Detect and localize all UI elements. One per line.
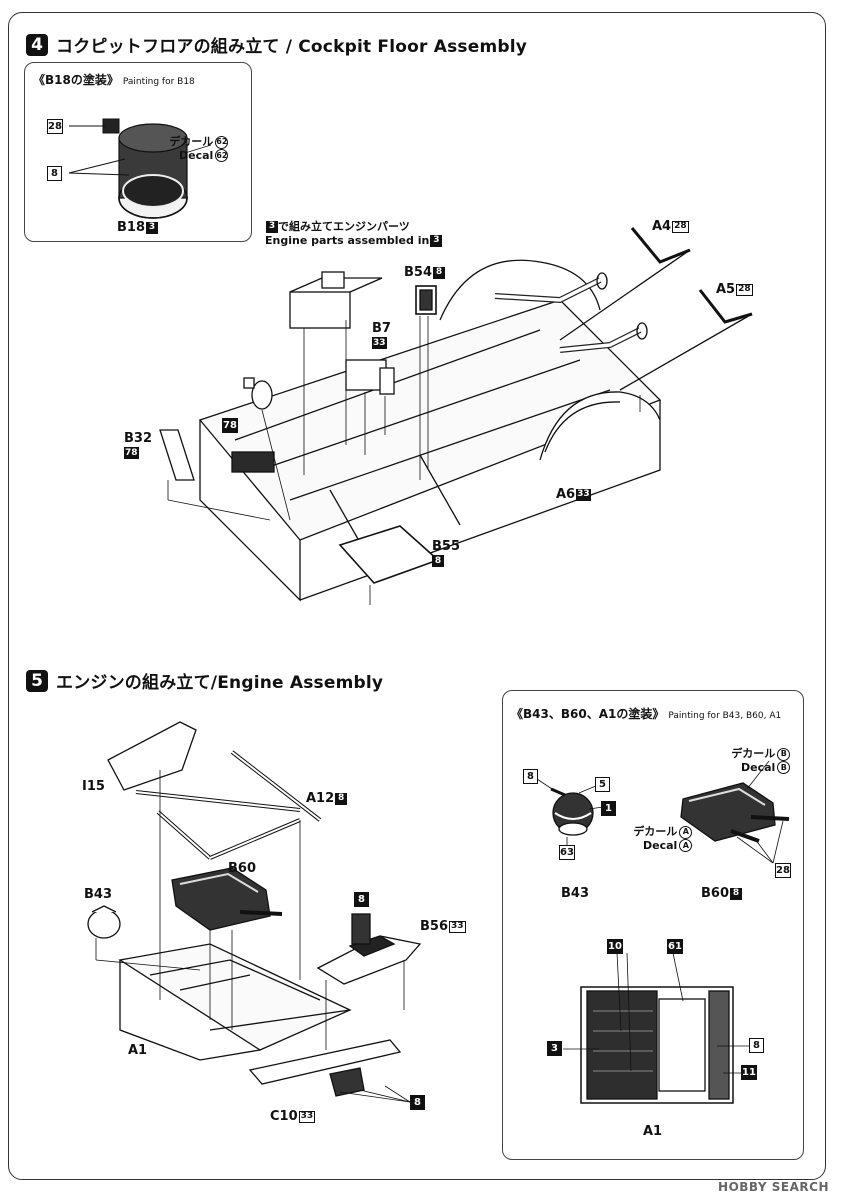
- b18-box-title-en: Painting for B18: [122, 77, 195, 87]
- b18-decal-en: Decal: [179, 148, 214, 162]
- b54-name: B54: [404, 265, 432, 280]
- paint-box-title-jp: 《B43、B60、A1の塗装》: [511, 707, 665, 721]
- b18-decal-jp: デカール: [169, 135, 214, 148]
- step-5-header: 5 エンジンの組み立て/Engine Assembly: [26, 668, 383, 693]
- a1-callout-10: 10: [607, 939, 623, 954]
- watermark: HOBBY SEARCH: [718, 1180, 829, 1194]
- b18-illustration: [68, 118, 212, 219]
- paint-box-illustration: [536, 760, 790, 1104]
- b7-color: 33: [372, 337, 387, 349]
- b43-b60-a1-painting-box: 《B43、B60、A1の塗装》Painting for B43, B60, A1: [502, 690, 804, 1160]
- b43-callout-8: 8: [523, 769, 538, 784]
- paint-b60-name: B60: [701, 886, 729, 901]
- b7-name: B7: [372, 321, 391, 336]
- decal-b-mark-1: B: [777, 747, 791, 761]
- b18-box-title-jp: 《B18の塗装》: [33, 73, 119, 87]
- engine-note-en: Engine parts assembled in: [265, 233, 430, 247]
- decal-b-jp: デカール: [731, 747, 776, 760]
- a1-callout-61: 61: [667, 939, 683, 954]
- step-4-header: 4 コクピットフロアの組み立て / Cockpit Floor Assembly: [26, 32, 527, 57]
- b60-callout-28: 28: [775, 863, 791, 878]
- a1-callout-3: 3: [547, 1041, 562, 1056]
- b56-name: B56: [420, 919, 448, 934]
- a4-name: A4: [652, 219, 672, 234]
- a6-color: 33: [576, 488, 591, 501]
- b56-color: 33: [449, 920, 466, 933]
- b32-color: 78: [124, 447, 139, 459]
- b60-label: B60: [228, 861, 256, 876]
- i15-label: I15: [82, 779, 105, 794]
- engine-note-num-1: 3: [266, 221, 278, 233]
- decal-a-mark-2: A: [679, 839, 693, 853]
- decal-a-en: Decal: [643, 838, 678, 852]
- paint-b43-label: B43: [561, 886, 589, 901]
- b43-callout-1: 1: [601, 801, 616, 816]
- c10-callout-8: 8: [410, 1095, 425, 1110]
- a1-callout-8: 8: [749, 1038, 764, 1053]
- paint-box-title: 《B43、B60、A1の塗装》Painting for B43, B60, A1: [511, 705, 781, 722]
- b54-color: 8: [433, 266, 445, 279]
- engine-note-num-2: 3: [430, 234, 443, 247]
- b18-callout-28: 28: [47, 119, 63, 134]
- a1-callout-11: 11: [741, 1065, 757, 1080]
- step-5-number: 5: [26, 669, 48, 692]
- b18-callout-8: 8: [47, 166, 62, 181]
- paint-b60-color: 8: [730, 887, 742, 900]
- a5-color: 28: [736, 283, 753, 296]
- c10-color: 33: [298, 1110, 316, 1123]
- seat-callout-78: 78: [222, 418, 238, 433]
- b43-label: B43: [84, 887, 112, 902]
- paint-box-title-en: Painting for B43, B60, A1: [668, 711, 782, 721]
- b18-box-title: 《B18の塗装》Painting for B18: [33, 71, 195, 88]
- a5-name: A5: [716, 282, 736, 297]
- a12-name: A12: [306, 791, 335, 806]
- c10-name: C10: [270, 1109, 298, 1124]
- b43-callout-5: 5: [595, 777, 610, 792]
- paint-a1-label: A1: [643, 1124, 663, 1139]
- step-4-number: 4: [26, 33, 48, 56]
- b18-part-name: B18: [117, 220, 145, 235]
- decal-b-en: Decal: [741, 760, 776, 774]
- a4-color: 28: [672, 220, 689, 233]
- b18-part-color: 3: [146, 221, 158, 234]
- b43-callout-63: 63: [559, 845, 575, 860]
- a12-color: 8: [335, 792, 348, 805]
- page-frame: [8, 12, 826, 1180]
- b18-decal-num-2: 62: [215, 149, 229, 163]
- step-5-title: エンジンの組み立て/Engine Assembly: [56, 673, 384, 693]
- b55-color: 8: [432, 555, 444, 567]
- b55-name: B55: [432, 539, 460, 554]
- cockpit-floor-illustration: [159, 227, 753, 605]
- b56-callout-8: 8: [354, 892, 369, 907]
- a1-label: A1: [128, 1043, 148, 1058]
- engine-note-jp: で組み立てエンジンパーツ: [278, 220, 410, 233]
- decal-a-mark-1: A: [679, 825, 693, 839]
- decal-b-mark-2: B: [777, 761, 791, 775]
- step-4-title: コクピットフロアの組み立て / Cockpit Floor Assembly: [56, 37, 528, 57]
- a6-name: A6: [556, 487, 576, 502]
- b32-name: B32: [124, 431, 152, 446]
- decal-a-jp: デカール: [633, 825, 678, 838]
